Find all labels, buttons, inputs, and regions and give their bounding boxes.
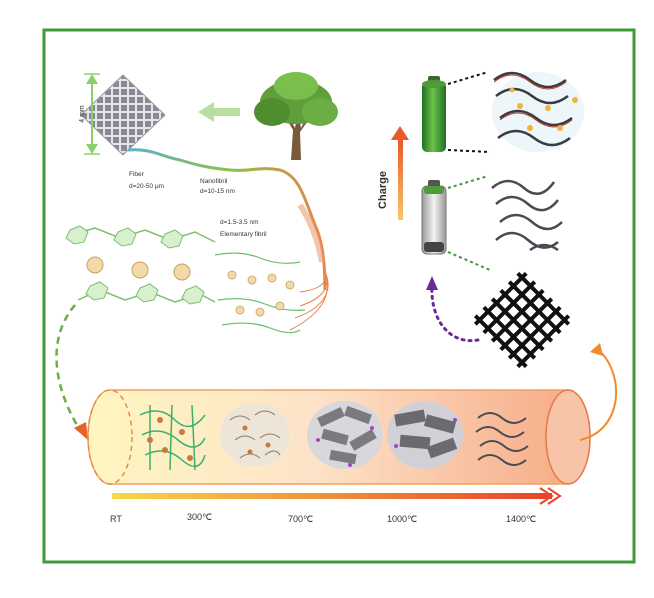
temp-300: 300℃: [187, 512, 212, 522]
charge-arrow: [391, 126, 409, 220]
sample-square: [80, 74, 166, 156]
mesh-icon: [471, 269, 573, 371]
dashed-arrow-left: [55, 304, 82, 431]
carbon-layers: [491, 179, 563, 252]
fiber-diameter-label: d=20-50 μm: [129, 183, 164, 190]
mesh-to-battery-arrow: [430, 283, 480, 343]
charge-label: Charge: [377, 171, 389, 209]
elementary-chains: [214, 252, 306, 334]
nanofibril-diameter-label: d=10-15 nm: [200, 188, 235, 195]
temp-1000: 1000℃: [387, 514, 417, 524]
battery-connectors: [447, 71, 491, 271]
temp-1400: 1400℃: [506, 514, 536, 524]
battery-empty-icon: [421, 180, 447, 255]
stage-1000-material: [387, 401, 463, 469]
green-arrow-icon: [198, 102, 240, 122]
fibril-bundle: [297, 203, 325, 263]
temperature-labels: RT 300℃ 700℃ 1000℃ 1400℃: [110, 512, 536, 524]
temp-700: 700℃: [288, 514, 313, 524]
cellulose-chain: [65, 225, 216, 305]
elementary-label: Elementary fibril: [220, 231, 267, 238]
temperature-arrow: [112, 487, 562, 505]
intercalated-layers: [492, 71, 584, 152]
hemicellulose-nodes: [227, 270, 295, 317]
stage-700-material: [307, 401, 383, 469]
elementary-diameter-label: d=1.5-3.5 nm: [220, 219, 258, 226]
tree-icon: [254, 72, 338, 160]
tube-to-mesh-arrow: [579, 347, 617, 441]
nanofibril-label: Nanofibril: [200, 178, 228, 185]
fibril-split-lines: [289, 269, 329, 331]
temp-rt: RT: [110, 514, 122, 524]
dimension-label: 4 mm: [79, 105, 86, 123]
fiber-strand: [127, 148, 327, 291]
stage-1400-material: [475, 412, 529, 466]
fiber-label: Fiber: [129, 171, 145, 178]
dimension-bracket: [84, 73, 100, 155]
stage-rt-material: [139, 404, 206, 471]
stage-300-material: [220, 403, 290, 467]
battery-charged-icon: [422, 76, 446, 152]
